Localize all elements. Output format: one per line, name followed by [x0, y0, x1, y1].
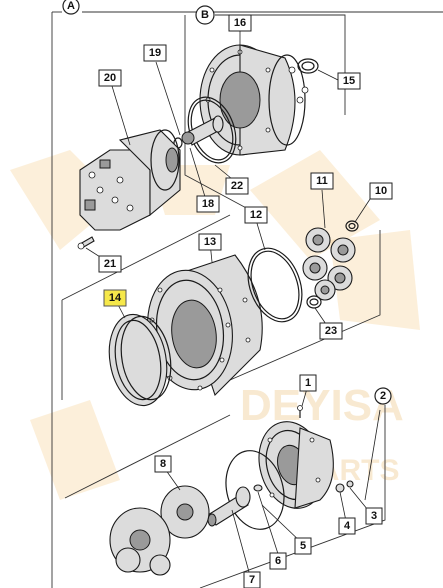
- part-8-carrier: [109, 485, 210, 576]
- part-20-motor: [79, 129, 181, 231]
- svg-text:B: B: [201, 9, 209, 21]
- group-2-marker: 2: [374, 387, 392, 405]
- part-11-gears: [302, 227, 356, 301]
- group-2-label: 2: [374, 387, 392, 405]
- svg-text:23: 23: [325, 325, 337, 337]
- callout-1[interactable]: 1: [299, 374, 317, 392]
- svg-text:20: 20: [104, 72, 116, 84]
- svg-text:22: 22: [231, 180, 243, 192]
- section-frames: [61, 214, 386, 588]
- svg-text:A: A: [67, 0, 75, 12]
- callout-3[interactable]: 3: [365, 507, 383, 525]
- callout-18[interactable]: 18: [196, 195, 220, 213]
- callout-21[interactable]: 21: [98, 255, 122, 273]
- callout-12[interactable]: 12: [244, 206, 268, 224]
- svg-text:1: 1: [305, 377, 311, 389]
- svg-text:16: 16: [234, 17, 246, 29]
- leader-lines: [85, 30, 381, 584]
- part-15-ring: [297, 58, 319, 74]
- part-13-housing: [147, 254, 263, 397]
- part-14-seal: [108, 313, 172, 407]
- frame-a: A: [51, 0, 443, 588]
- svg-text:10: 10: [375, 185, 387, 197]
- part-12-ring: [247, 247, 303, 323]
- part-19-shaft: [173, 115, 224, 149]
- svg-text:8: 8: [160, 458, 166, 470]
- callout-20[interactable]: 20: [98, 69, 122, 87]
- frame-b: B: [184, 5, 346, 211]
- svg-text:3: 3: [371, 510, 377, 522]
- callout-10[interactable]: 10: [369, 182, 393, 200]
- part-7-shaft: [207, 486, 251, 527]
- svg-text:7: 7: [249, 574, 255, 586]
- svg-text:12: 12: [250, 209, 262, 221]
- callout-8[interactable]: 8: [154, 455, 172, 473]
- svg-text:14: 14: [109, 292, 122, 304]
- svg-text:6: 6: [275, 555, 281, 567]
- callout-11[interactable]: 11: [310, 172, 334, 190]
- watermark-text: DEYISA: [240, 381, 404, 430]
- callout-22[interactable]: 22: [225, 177, 249, 195]
- frame-a-label: A: [62, 0, 80, 15]
- part-23-ring: [306, 295, 322, 309]
- svg-text:18: 18: [202, 198, 214, 210]
- svg-text:19: 19: [149, 47, 161, 59]
- part-6-pin: [253, 484, 263, 492]
- callout-23[interactable]: 23: [319, 322, 343, 340]
- callout-16[interactable]: 16: [228, 14, 252, 32]
- part-10-ring: [345, 220, 359, 232]
- part-3-4-plugs: [335, 480, 354, 493]
- svg-text:2: 2: [380, 390, 386, 402]
- svg-text:15: 15: [343, 75, 355, 87]
- callout-15[interactable]: 15: [337, 72, 361, 90]
- callout-7[interactable]: 7: [243, 571, 261, 588]
- frame-b-label: B: [195, 5, 215, 25]
- part-1-screw: [297, 405, 303, 418]
- svg-text:13: 13: [204, 236, 216, 248]
- callout-14[interactable]: 14: [103, 289, 127, 307]
- svg-text:21: 21: [104, 258, 116, 270]
- svg-text:11: 11: [316, 175, 328, 187]
- part-5-oring: [225, 450, 285, 530]
- part-cover: [258, 421, 334, 509]
- svg-text:4: 4: [344, 520, 351, 532]
- callout-4[interactable]: 4: [338, 517, 356, 535]
- callout-19[interactable]: 19: [143, 44, 167, 62]
- callout-13[interactable]: 13: [198, 233, 222, 251]
- callout-6[interactable]: 6: [269, 552, 287, 570]
- part-21-bolt: [77, 236, 95, 250]
- callout-5[interactable]: 5: [294, 537, 312, 555]
- svg-text:5: 5: [300, 540, 306, 552]
